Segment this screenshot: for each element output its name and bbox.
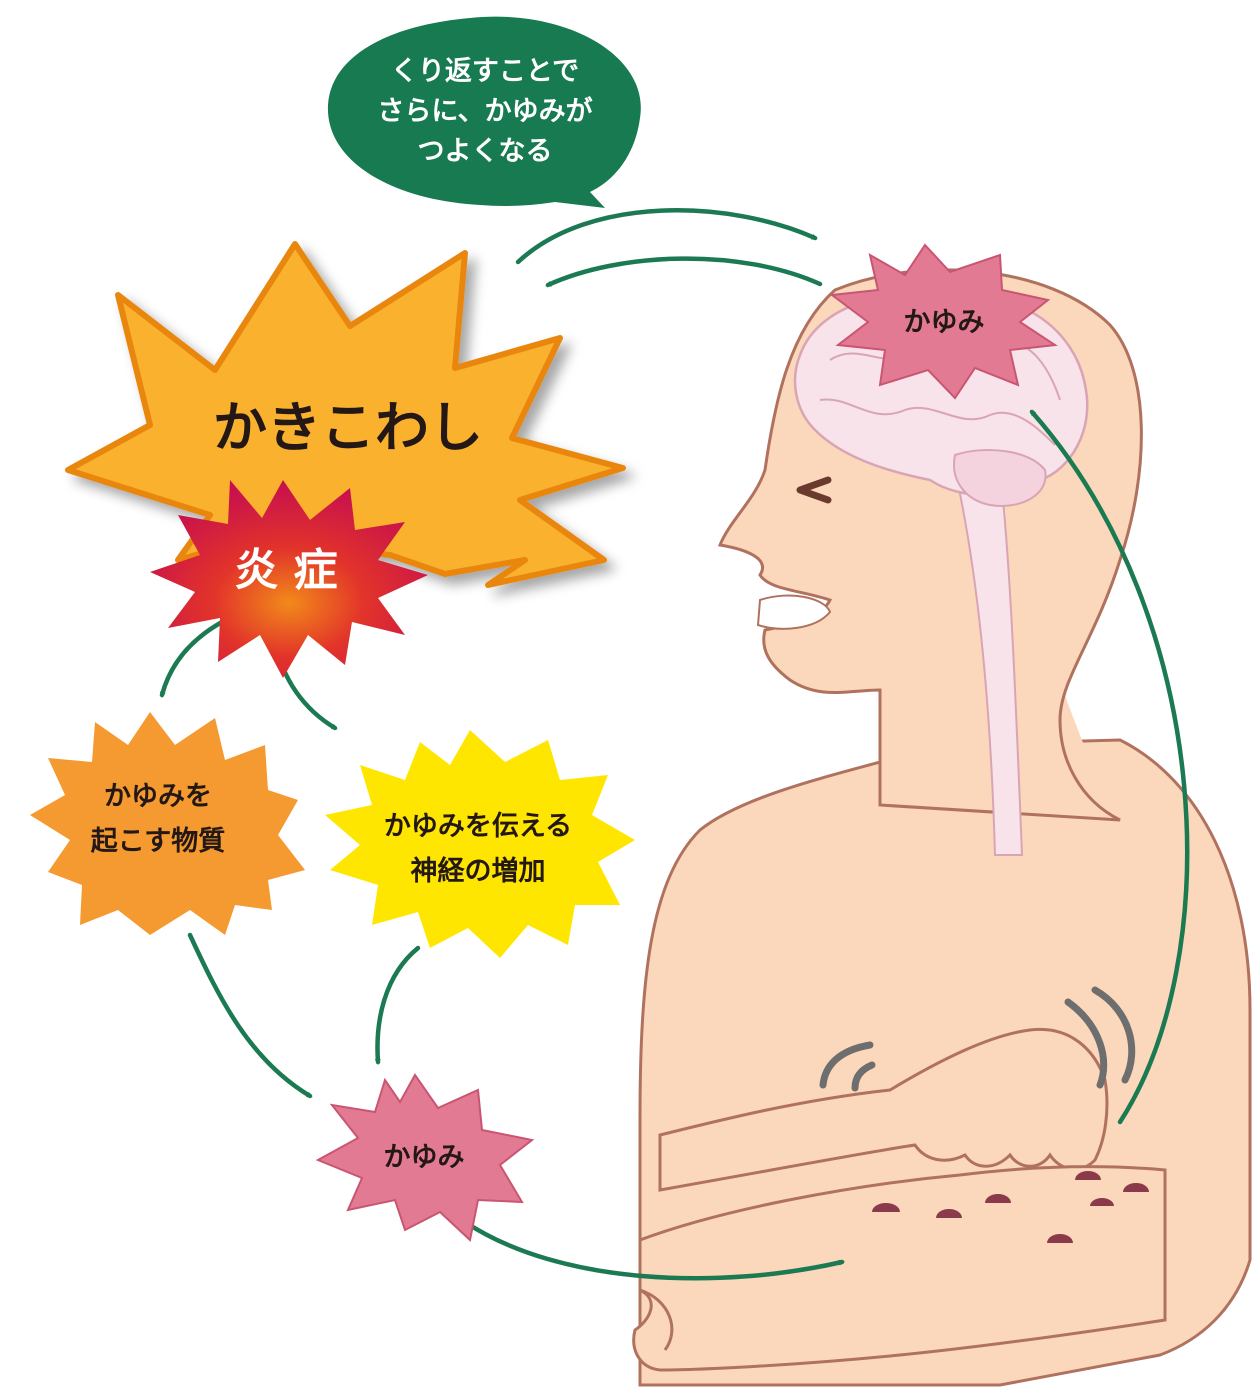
- arrow-skin-to-brain: [1029, 409, 1190, 1125]
- spinal-cord: [953, 469, 1024, 856]
- substance-burst: [30, 712, 305, 935]
- scratching-arm: [658, 1027, 1109, 1192]
- cerebellum: [953, 449, 1047, 507]
- speech-bubble: [327, 16, 641, 209]
- scratched-forearm: [632, 1165, 1167, 1372]
- arrow-from-brain: [545, 256, 823, 288]
- speech-bubble-line-1: くり返すことで: [391, 56, 579, 87]
- arrow-nerve-to-itch: [374, 945, 421, 1065]
- scratch-motion-lines: [819, 986, 1136, 1092]
- substance-burst-line-2: 起こす物質: [91, 826, 225, 857]
- substance-burst-line-1: かゆみを: [104, 781, 212, 812]
- itch-burst-brain: [829, 243, 1058, 400]
- person-illustration: [632, 268, 1252, 1387]
- arrow-to-substance: [159, 619, 225, 698]
- nerve-burst-line-2: 神経の増加: [411, 855, 546, 887]
- inflammation-burst: [150, 480, 428, 678]
- scratch-burst-label: かきこわし: [213, 396, 483, 459]
- cycle-arrows: [159, 208, 1190, 1281]
- squint-eye: [796, 476, 832, 504]
- arrow-substance-to-itch: [187, 932, 313, 1099]
- itch-lower-label: かゆみ: [384, 1142, 465, 1173]
- open-mouth: [756, 594, 832, 630]
- inflammation-burst-label: 炎 症: [234, 545, 337, 596]
- skin-bumps: [872, 1171, 1149, 1243]
- scratch-burst: [65, 241, 626, 593]
- speech-bubble-line-2: さらに、かゆみが: [377, 95, 592, 127]
- itch-brain-label: かゆみ: [904, 307, 985, 338]
- arrow-to-brain: [515, 208, 818, 265]
- speech-bubble-line-3: つよくなる: [418, 136, 553, 167]
- nerve-burst-line-1: かゆみを伝える: [384, 811, 572, 842]
- arrow-itch-to-skin: [462, 1219, 845, 1281]
- nerve-burst: [325, 730, 635, 958]
- itch-burst-lower: [315, 1073, 535, 1242]
